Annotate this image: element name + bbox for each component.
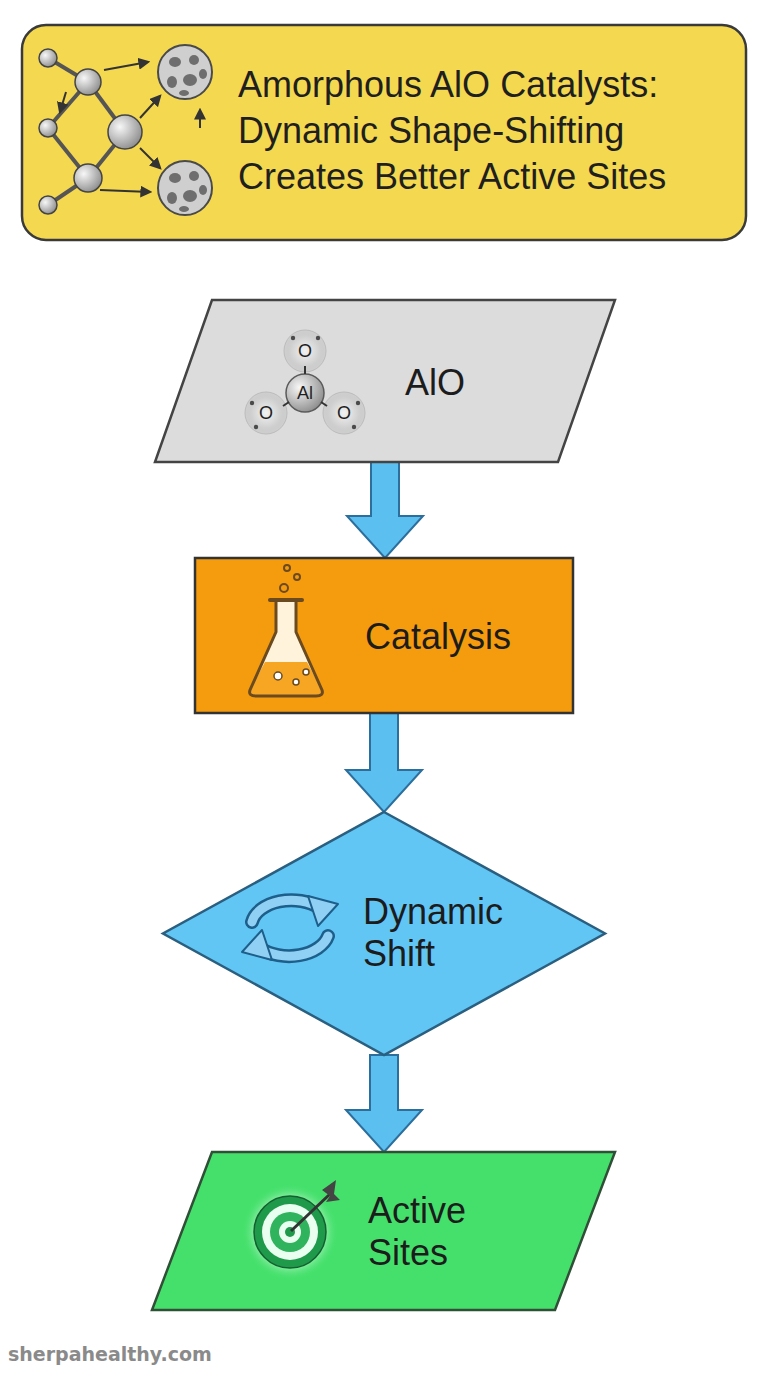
title-icon	[158, 45, 212, 215]
flask-icon	[280, 584, 288, 592]
node-label: Dynamic Shift	[363, 891, 538, 975]
process-box-fill	[195, 558, 573, 713]
title-icon	[183, 190, 197, 202]
title-icon	[39, 119, 57, 137]
flask-icon	[250, 565, 323, 696]
molecule-icon	[291, 336, 295, 340]
molecule-icon	[283, 402, 289, 406]
title-icon	[75, 69, 101, 95]
decision-diamond-fill	[163, 812, 605, 1055]
title-slot: Amorphous AlO Catalysts: Dynamic Shape-S…	[238, 62, 698, 200]
molecule-icon	[356, 401, 360, 405]
atom-label-holder: O	[337, 402, 351, 424]
title-icon	[60, 92, 66, 112]
title-icon	[104, 62, 148, 70]
decision-diamond: Dynamic Shift	[163, 812, 605, 1055]
title-icon	[39, 49, 142, 214]
molecule-icon	[352, 425, 356, 429]
title-icon	[39, 196, 57, 214]
target-icon	[242, 1184, 338, 1280]
target-icon	[242, 1180, 340, 1280]
flow-arrow	[346, 1055, 422, 1152]
node-label: Catalysis	[365, 616, 511, 658]
cycle-icon	[308, 896, 338, 926]
io-parallelogram: AlO	[155, 300, 615, 462]
watermark: sherpahealthy.com	[8, 1343, 212, 1366]
title-icon	[140, 96, 160, 118]
molecule-icon	[316, 336, 320, 340]
title-icon	[179, 206, 189, 212]
title-icon	[60, 62, 200, 192]
title-icon	[189, 171, 199, 181]
title-icon	[158, 161, 212, 215]
io-parallelogram-fill	[152, 1152, 615, 1310]
molecule-icon	[245, 330, 365, 434]
molecule-icon	[323, 392, 365, 434]
title-icon	[140, 148, 160, 168]
molecule-icon	[283, 366, 327, 406]
molecule-icon	[250, 336, 360, 429]
title-icon	[189, 55, 199, 65]
title-icon	[74, 164, 102, 192]
title-icon	[169, 173, 181, 183]
flow-arrow	[347, 462, 423, 558]
flask-icon	[250, 600, 323, 696]
flask-icon	[280, 565, 300, 592]
flask-icon	[270, 598, 302, 602]
title-icon	[167, 192, 177, 204]
atom-label: O	[298, 340, 312, 362]
flask-icon	[284, 565, 290, 571]
title-text: Amorphous AlO Catalysts: Dynamic Shape-S…	[238, 62, 698, 200]
atom-label: O	[337, 402, 351, 424]
molecule-icon	[250, 401, 254, 405]
title-icon	[169, 57, 181, 67]
title-icon	[100, 190, 150, 192]
io-parallelogram: Active Sites	[152, 1152, 615, 1310]
title-icon	[199, 185, 207, 195]
flask-icon	[293, 679, 299, 685]
cycle-icon	[242, 896, 338, 960]
molecule-icon	[286, 374, 324, 412]
atom-label: Al	[297, 382, 313, 404]
molecule-icon	[284, 330, 326, 372]
io-parallelogram-fill	[155, 300, 615, 462]
title-icon	[39, 49, 57, 67]
molecule-icon	[254, 425, 258, 429]
title-icon	[158, 45, 212, 99]
flow-arrow	[346, 713, 422, 812]
flask-icon	[274, 669, 309, 685]
molecule-icon	[304, 366, 306, 374]
atom-label-holder: O	[298, 340, 312, 362]
title-icon	[39, 45, 212, 215]
atom-label-holder: Al	[297, 382, 313, 404]
title-icon	[199, 69, 207, 79]
molecule-icon	[245, 392, 287, 434]
node-label: AlO	[405, 362, 465, 404]
title-icon	[199, 110, 201, 128]
flask-icon	[294, 574, 300, 580]
cycle-icon	[242, 930, 272, 960]
node-label: Active Sites	[368, 1190, 503, 1274]
watermark-holder: sherpahealthy.com	[8, 1343, 212, 1366]
target-icon	[291, 1194, 330, 1231]
atom-label-holder: O	[259, 402, 273, 424]
flask-icon	[274, 672, 282, 680]
io-parallelogram-outline	[155, 300, 615, 462]
title-icon	[179, 90, 189, 96]
title-icon	[167, 55, 207, 212]
title-banner	[22, 25, 746, 240]
flask-icon	[303, 669, 309, 675]
title-icon	[167, 76, 177, 88]
title-icon	[108, 115, 142, 149]
atom-label: O	[259, 402, 273, 424]
title-icon	[183, 74, 197, 86]
flask-icon	[250, 600, 323, 696]
molecule-icon	[321, 402, 327, 406]
target-icon	[322, 1180, 340, 1202]
